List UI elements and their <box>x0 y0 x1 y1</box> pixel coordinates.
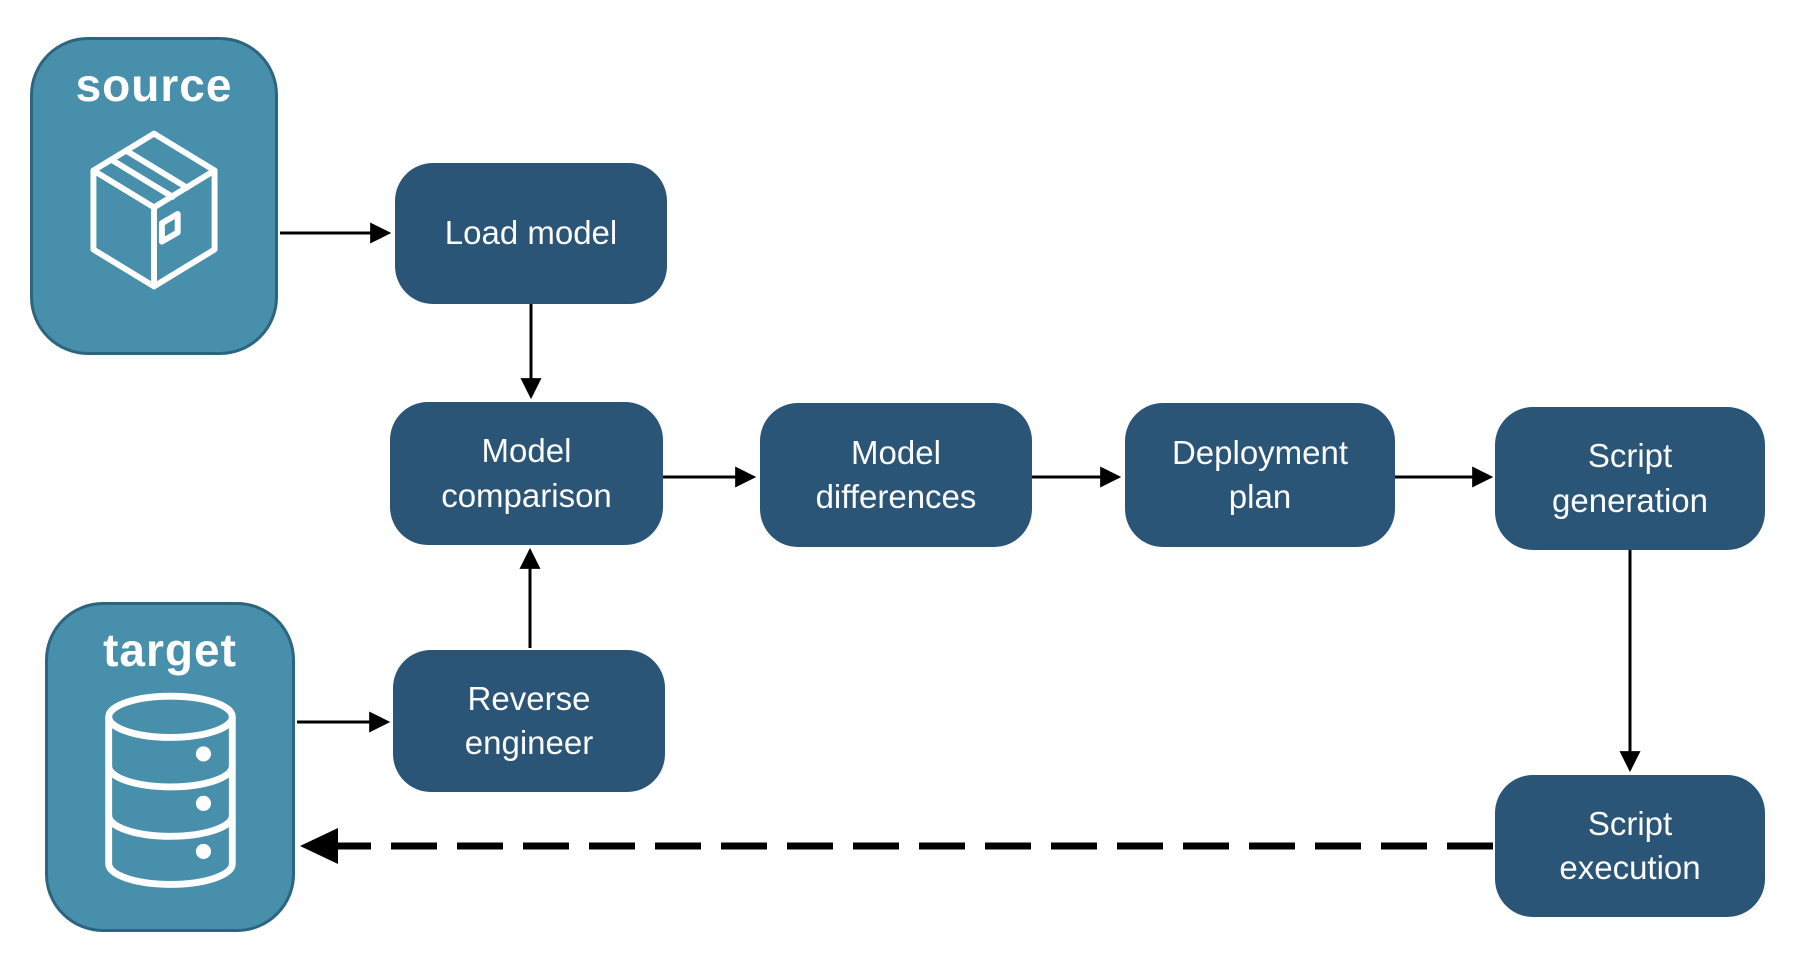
node-label-line: Model <box>851 433 941 471</box>
node-deployment-plan: Deployment plan <box>1125 403 1395 547</box>
node-label-line: Script <box>1587 437 1673 475</box>
node-label-line: execution <box>1559 849 1701 886</box>
source-label: source <box>75 59 233 111</box>
node-label-line: Script <box>1587 804 1673 842</box>
node-script-execution: Script execution <box>1495 775 1765 917</box>
node-reverse-engineer: Reverse engineer <box>393 650 665 792</box>
node-load-model: Load model <box>395 163 667 304</box>
node-script-generation: Script generation <box>1495 407 1765 550</box>
node-label-line: differences <box>815 478 977 515</box>
node-model-comparison: Model comparison <box>390 402 663 545</box>
node-label-line: plan <box>1228 478 1292 515</box>
node-label-line: comparison <box>441 476 612 514</box>
container-target: target <box>45 602 295 932</box>
node-label-line: Load model <box>444 214 618 252</box>
dashed-arrowhead <box>300 828 338 864</box>
package-icon <box>75 123 233 297</box>
node-label-line: Deployment <box>1171 433 1349 471</box>
node-label-line: generation <box>1552 481 1708 519</box>
node-model-differences: Model differences <box>760 403 1032 547</box>
node-label-line: Model <box>481 432 572 470</box>
container-source: source <box>30 37 278 355</box>
node-label-line: Reverse <box>467 679 591 717</box>
node-label-line: engineer <box>464 724 594 761</box>
database-icon <box>88 688 253 894</box>
target-label: target <box>103 624 237 676</box>
